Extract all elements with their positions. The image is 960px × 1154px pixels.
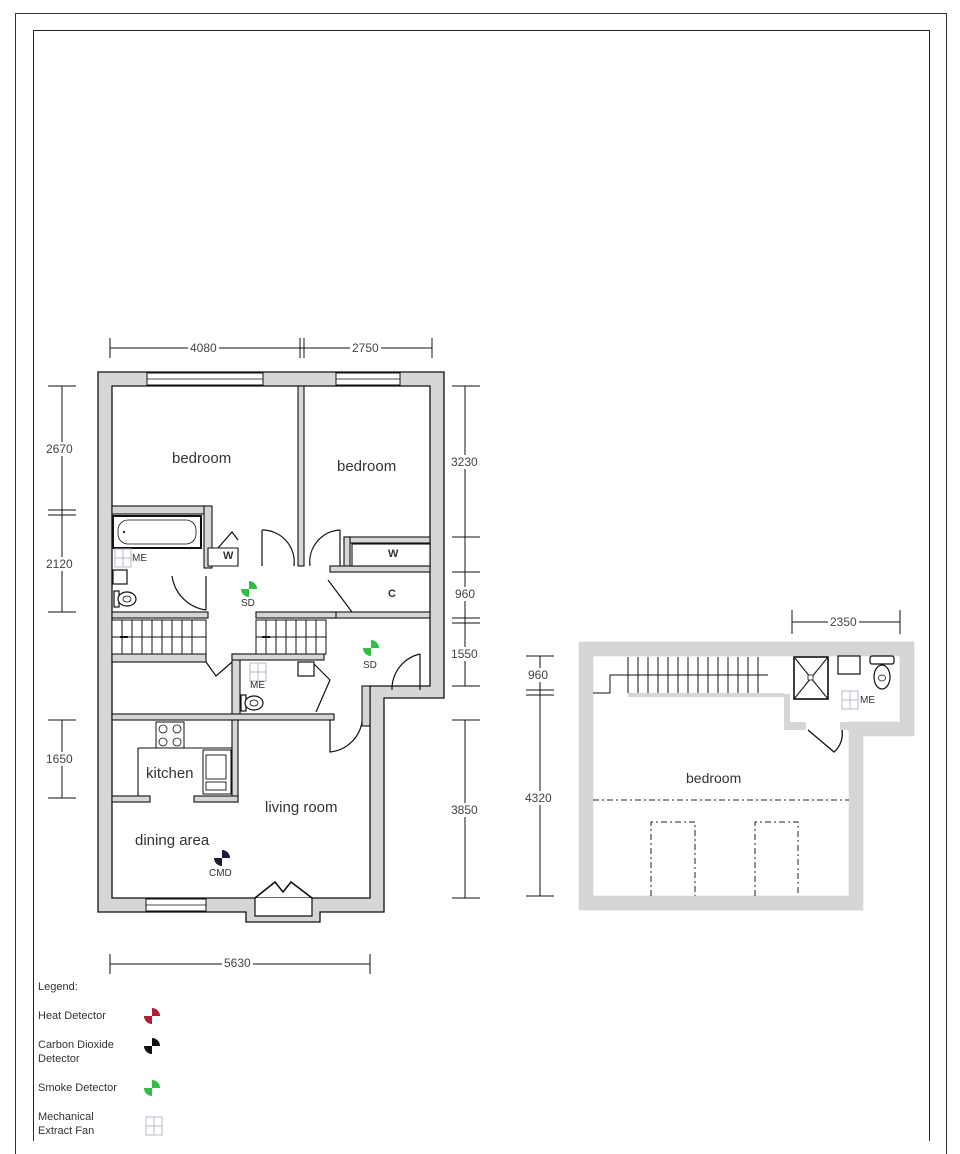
dimension-top-right: 2750	[350, 341, 381, 355]
dimension-left-2670: 2670	[44, 442, 75, 456]
legend-icons	[143, 1007, 163, 1136]
dimension-upper-left-4320: 4320	[523, 791, 554, 805]
legend-item-smoke-detector: Smoke Detector	[38, 1082, 117, 1094]
legend-item-extract-fan-line2: Extract Fan	[38, 1125, 95, 1137]
extract-fan-icon	[114, 548, 132, 568]
dimension-right-960: 960	[453, 587, 478, 601]
room-label-wardrobe-right: W	[388, 548, 399, 560]
dimension-right-3850: 3850	[449, 803, 480, 817]
room-label-cupboard: C	[388, 588, 396, 600]
extract-fan-label: ME	[132, 553, 147, 564]
co-detector-label: CMD	[209, 868, 232, 879]
smoke-detector-icon	[240, 580, 258, 598]
legend-item-co-detector-line2: Detector	[38, 1053, 80, 1065]
dimension-upper-left-960: 960	[526, 668, 551, 682]
drawing-outer-border	[15, 13, 947, 1154]
dimension-upper-top: 2350	[828, 615, 859, 629]
dimension-top-left: 4080	[188, 341, 219, 355]
room-label-dining-area: dining area	[135, 832, 210, 849]
co-detector-icon	[213, 849, 231, 867]
dimension-right-3230: 3230	[449, 455, 480, 469]
ground-floor-plan	[48, 338, 480, 974]
dimension-right-1550: 1550	[449, 647, 480, 661]
upper-floor-plan	[526, 610, 915, 911]
extract-fan-icon	[249, 662, 267, 682]
smoke-detector-label: SD	[363, 660, 377, 671]
dimension-left-1650: 1650	[44, 752, 75, 766]
dimension-bottom: 5630	[222, 956, 253, 970]
room-label-upper-bedroom: bedroom	[686, 770, 742, 786]
room-label-kitchen: kitchen	[146, 765, 194, 782]
extract-fan-label: ME	[860, 695, 875, 706]
legend-item-co-detector-line1: Carbon Dioxide	[38, 1039, 114, 1051]
legend-item-extract-fan-line1: Mechanical	[38, 1111, 94, 1123]
extract-fan-label: ME	[250, 680, 265, 691]
room-label-bedroom-right: bedroom	[337, 458, 397, 475]
drawing-inner-border	[33, 30, 930, 1141]
extract-fan-icon	[841, 690, 859, 710]
legend-item-heat-detector: Heat Detector	[38, 1010, 106, 1022]
room-label-wardrobe-left: W	[223, 550, 234, 562]
smoke-detector-icon	[362, 639, 380, 657]
legend-title: Legend:	[38, 981, 78, 993]
room-label-living-room: living room	[265, 799, 338, 816]
room-label-bedroom-left: bedroom	[172, 450, 232, 467]
smoke-detector-label: SD	[241, 598, 255, 609]
dimension-left-2120: 2120	[44, 557, 75, 571]
